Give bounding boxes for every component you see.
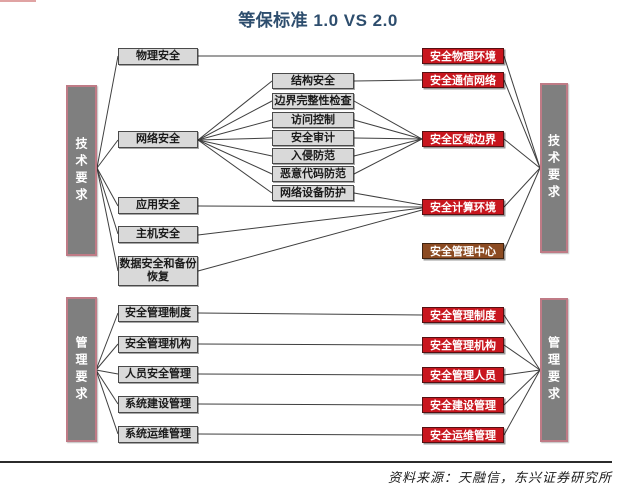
tech-v1-box-data-backup: 数据安全和备份恢复: [118, 256, 198, 286]
tech-sub-box-audit: 安全审计: [272, 130, 354, 146]
tech-sub-box-intrusion-prevention: 入侵防范: [272, 148, 354, 164]
tech-sub-box-device-protection: 网络设备防护: [272, 185, 354, 201]
tech-right-bar: 技术要求: [540, 83, 568, 253]
tech-v2-box-mgmt-center: 安全管理中心: [422, 243, 504, 259]
tech-v2-box-computing-env: 安全计算环境: [422, 199, 504, 215]
tech-v2-box-physical-env: 安全物理环境: [422, 48, 504, 64]
mgmt-v1-box-construction: 系统建设管理: [118, 396, 198, 413]
mgmt-v2-box-organization: 安全管理机构: [422, 337, 504, 353]
tech-v2-box-comm-network: 安全通信网络: [422, 72, 504, 88]
footer-divider-line: [0, 461, 612, 463]
mgmt-left-bar: 管理要求: [66, 297, 97, 442]
tech-sub-box-structure: 结构安全: [272, 73, 354, 89]
mgmt-v1-box-operations: 系统运维管理: [118, 426, 198, 443]
tech-left-bar: 技术要求: [66, 85, 97, 256]
footer-source-text: 资料来源：天融信，东兴证券研究所: [387, 470, 612, 485]
tech-sub-box-malware-prevention: 恶意代码防范: [272, 166, 354, 182]
tech-sub-box-boundary-integrity: 边界完整性检查: [272, 93, 354, 109]
mgmt-v1-box-policy: 安全管理制度: [118, 305, 198, 322]
mgmt-v2-box-construction: 安全建设管理: [422, 397, 504, 413]
tech-v1-box-network: 网络安全: [118, 131, 198, 148]
tech-v1-box-physical: 物理安全: [118, 48, 198, 65]
tech-v1-box-host: 主机安全: [118, 226, 198, 243]
mgmt-v1-box-personnel: 人员安全管理: [118, 366, 198, 383]
mgmt-v2-box-policy: 安全管理制度: [422, 307, 504, 323]
tech-v1-box-application: 应用安全: [118, 197, 198, 214]
top-left-accent-line: [0, 0, 36, 2]
mgmt-v1-box-organization: 安全管理机构: [118, 336, 198, 353]
mgmt-v2-box-personnel: 安全管理人员: [422, 367, 504, 383]
tech-v2-box-area-boundary: 安全区域边界: [422, 131, 504, 147]
mgmt-right-bar: 管理要求: [540, 298, 568, 442]
tech-sub-box-access-control: 访问控制: [272, 112, 354, 128]
diagram-title: 等保标准 1.0 VS 2.0: [238, 11, 398, 30]
mgmt-v2-box-operations: 安全运维管理: [422, 427, 504, 443]
